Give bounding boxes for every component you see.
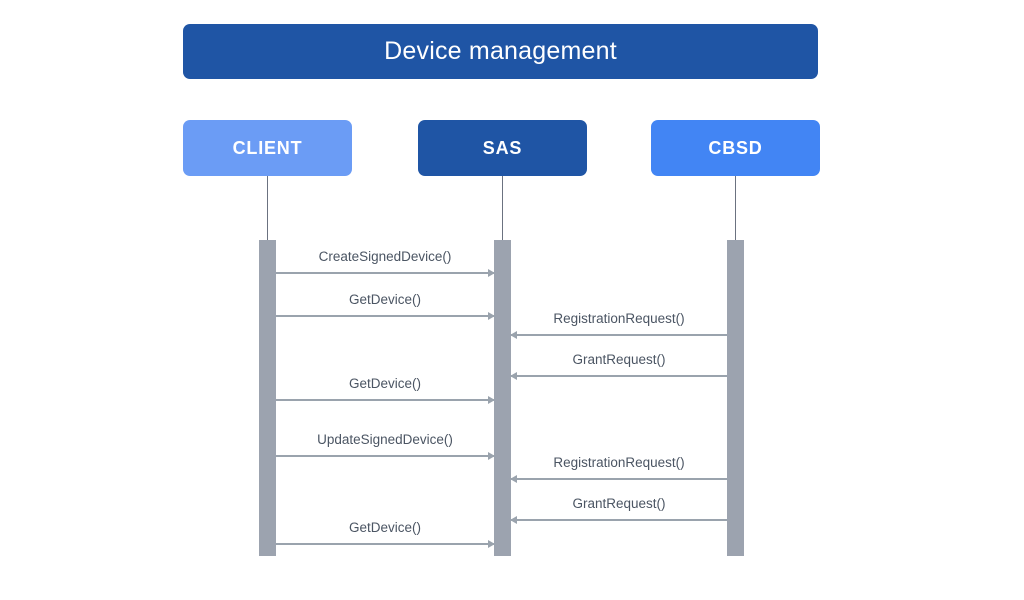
message-label: GetDevice() xyxy=(348,520,421,535)
message-label: GrantRequest() xyxy=(572,352,666,367)
activation-bar-client xyxy=(259,240,276,556)
arrowhead-right-icon xyxy=(488,452,495,460)
arrowhead-left-icon xyxy=(510,516,517,524)
actor-box-client[interactable]: CLIENT xyxy=(183,120,352,176)
actor-box-cbsd[interactable]: CBSD xyxy=(651,120,820,176)
message-line xyxy=(276,543,494,545)
arrowhead-left-icon xyxy=(510,331,517,339)
message-line xyxy=(276,315,494,317)
actor-label-client: CLIENT xyxy=(232,137,303,158)
message-label: CreateSignedDevice() xyxy=(318,249,452,264)
message-line xyxy=(276,399,494,401)
lifeline-client xyxy=(267,176,268,240)
actor-label-sas: SAS xyxy=(482,137,523,158)
message-label: RegistrationRequest() xyxy=(553,311,685,326)
message-label: RegistrationRequest() xyxy=(553,455,685,470)
lifeline-cbsd xyxy=(735,176,736,240)
message-label: GrantRequest() xyxy=(572,496,666,511)
arrowhead-right-icon xyxy=(488,312,495,320)
activation-bar-sas xyxy=(494,240,511,556)
message-line xyxy=(511,375,727,377)
arrowhead-right-icon xyxy=(488,540,495,548)
message-label: GetDevice() xyxy=(348,376,421,391)
arrowhead-left-icon xyxy=(510,475,517,483)
message-label: UpdateSignedDevice() xyxy=(317,432,453,447)
arrowhead-right-icon xyxy=(488,396,495,404)
page-title: Device management xyxy=(384,37,617,65)
message-line xyxy=(276,272,494,274)
actor-box-sas[interactable]: SAS xyxy=(418,120,587,176)
actor-label-cbsd: CBSD xyxy=(708,137,763,158)
arrowhead-left-icon xyxy=(510,372,517,380)
message-line xyxy=(276,455,494,457)
activation-bar-cbsd xyxy=(727,240,744,556)
arrowhead-right-icon xyxy=(488,269,495,277)
message-line xyxy=(511,478,727,480)
message-line xyxy=(511,334,727,336)
message-line xyxy=(511,519,727,521)
lifeline-sas xyxy=(502,176,503,240)
message-label: GetDevice() xyxy=(348,292,421,307)
diagram-title-bar: Device management xyxy=(183,24,818,79)
